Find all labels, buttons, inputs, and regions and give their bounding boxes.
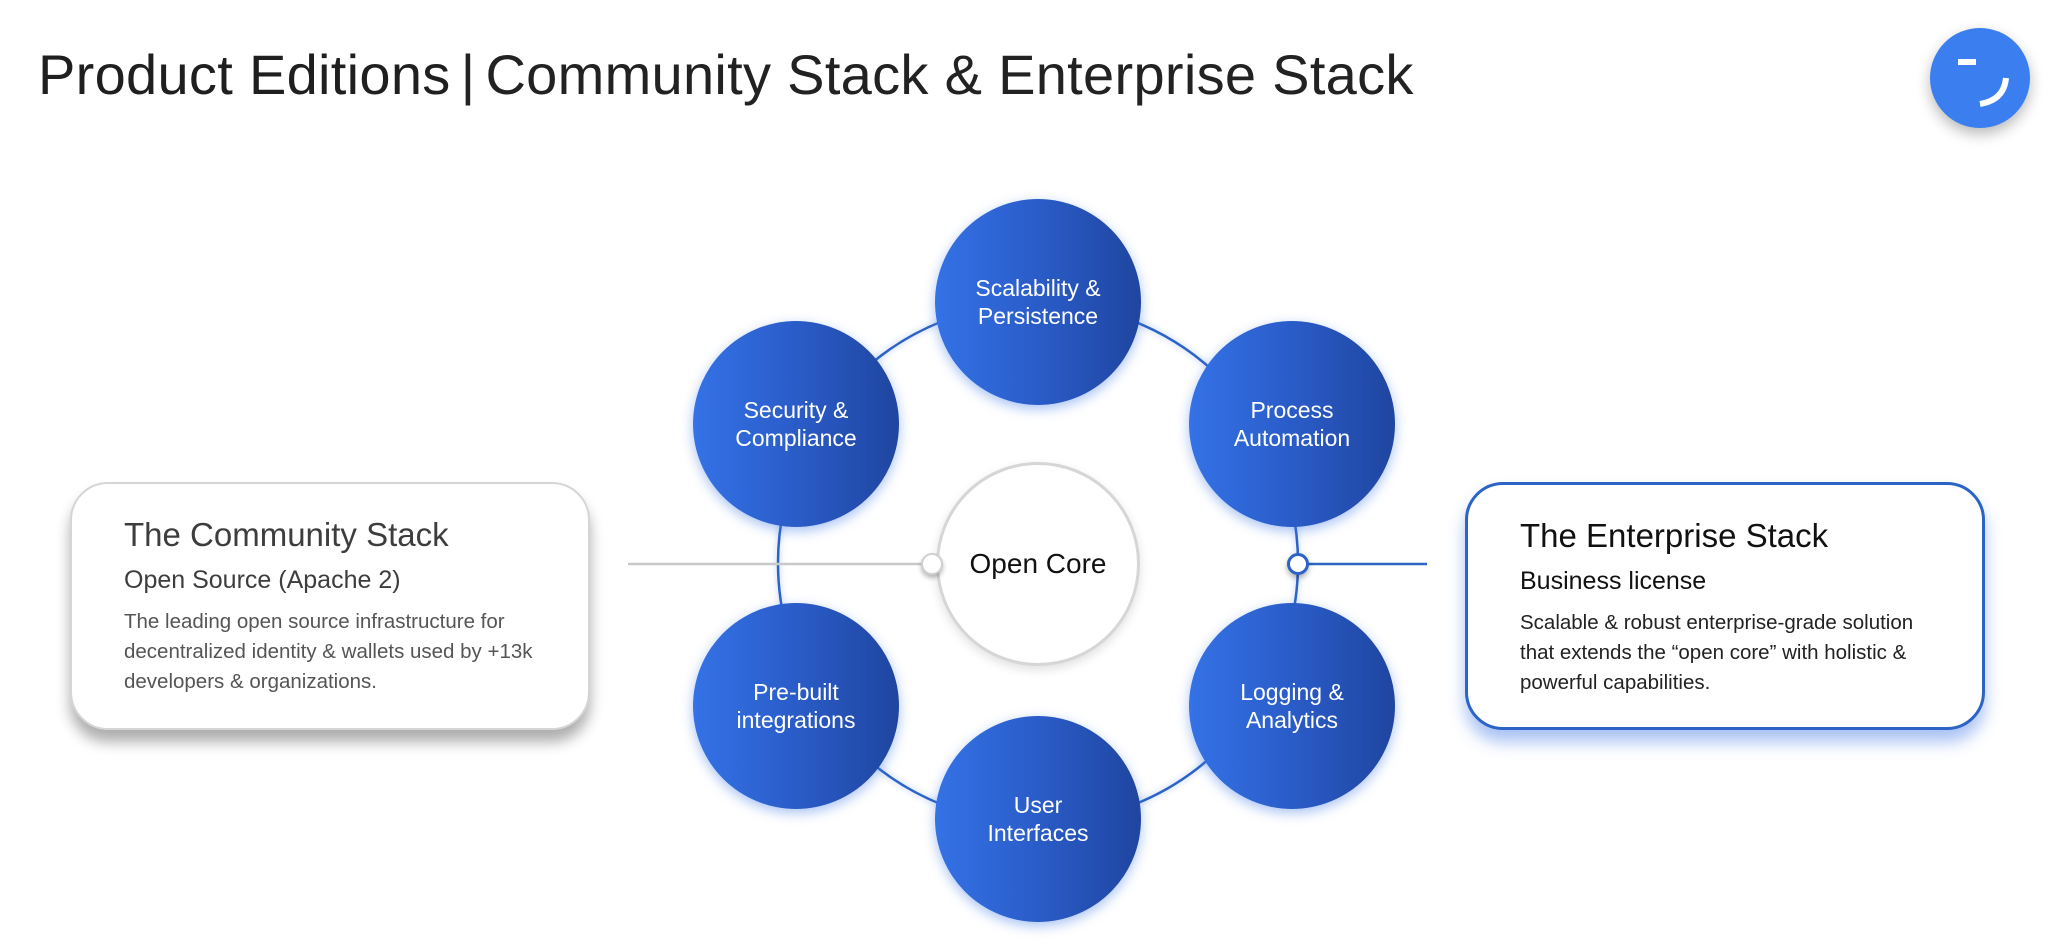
capability-node-user-interfaces[interactable]: User Interfaces [935,716,1141,922]
capability-node-logging-analytics[interactable]: Logging & Analytics [1189,603,1395,809]
community-card-description: The leading open source infrastructure f… [124,610,533,693]
page-title: Product Editions|Community Stack & Enter… [38,42,1414,107]
community-connector-dot [921,553,943,575]
title-secondary: Community Stack & Enterprise Stack [485,43,1414,106]
title-separator: | [460,43,476,106]
smile-logo-icon [1958,59,2009,107]
capability-label-line: integrations [736,707,856,733]
capability-label-line: Logging & [1240,679,1344,705]
capability-node-security-compliance[interactable]: Security & Compliance [693,321,899,527]
enterprise-card-title: The Enterprise Stack [1520,517,1829,554]
open-core-label: Open Core [969,548,1107,579]
community-card-subtitle: Open Source (Apache 2) [124,566,401,594]
capability-label-line: Interfaces [987,820,1089,846]
capability-node-scalability[interactable]: Scalability & Persistence [935,199,1141,405]
community-stack-card[interactable]: The Community Stack Open Source (Apache … [70,482,590,730]
enterprise-stack-card[interactable]: The Enterprise Stack Business license Sc… [1465,482,1985,730]
capability-label-line: Automation [1233,425,1351,451]
enterprise-card-description: Scalable & robust enterprise-grade solut… [1520,611,1914,694]
capability-label-line: Pre-built [753,679,839,705]
capability-label-line: Persistence [977,303,1099,329]
enterprise-card-subtitle: Business license [1520,567,1707,595]
capability-node-prebuilt-integrations[interactable]: Pre-built integrations [693,603,899,809]
title-primary: Product Editions [38,43,451,106]
brand-logo[interactable] [1930,28,2030,128]
capability-node-process-automation[interactable]: Process Automation [1189,321,1395,527]
capability-label-line: Scalability & [975,275,1101,301]
capability-label-line: Compliance [735,425,857,451]
capability-label-line: Analytics [1245,707,1339,733]
capability-label-line: Security & [743,397,849,423]
community-card-title: The Community Stack [124,516,449,553]
capability-label-line: Process [1250,397,1334,423]
open-core-circle: Open Core [936,462,1140,666]
enterprise-connector-dot [1287,553,1309,575]
capability-label-line: User [1013,792,1063,818]
